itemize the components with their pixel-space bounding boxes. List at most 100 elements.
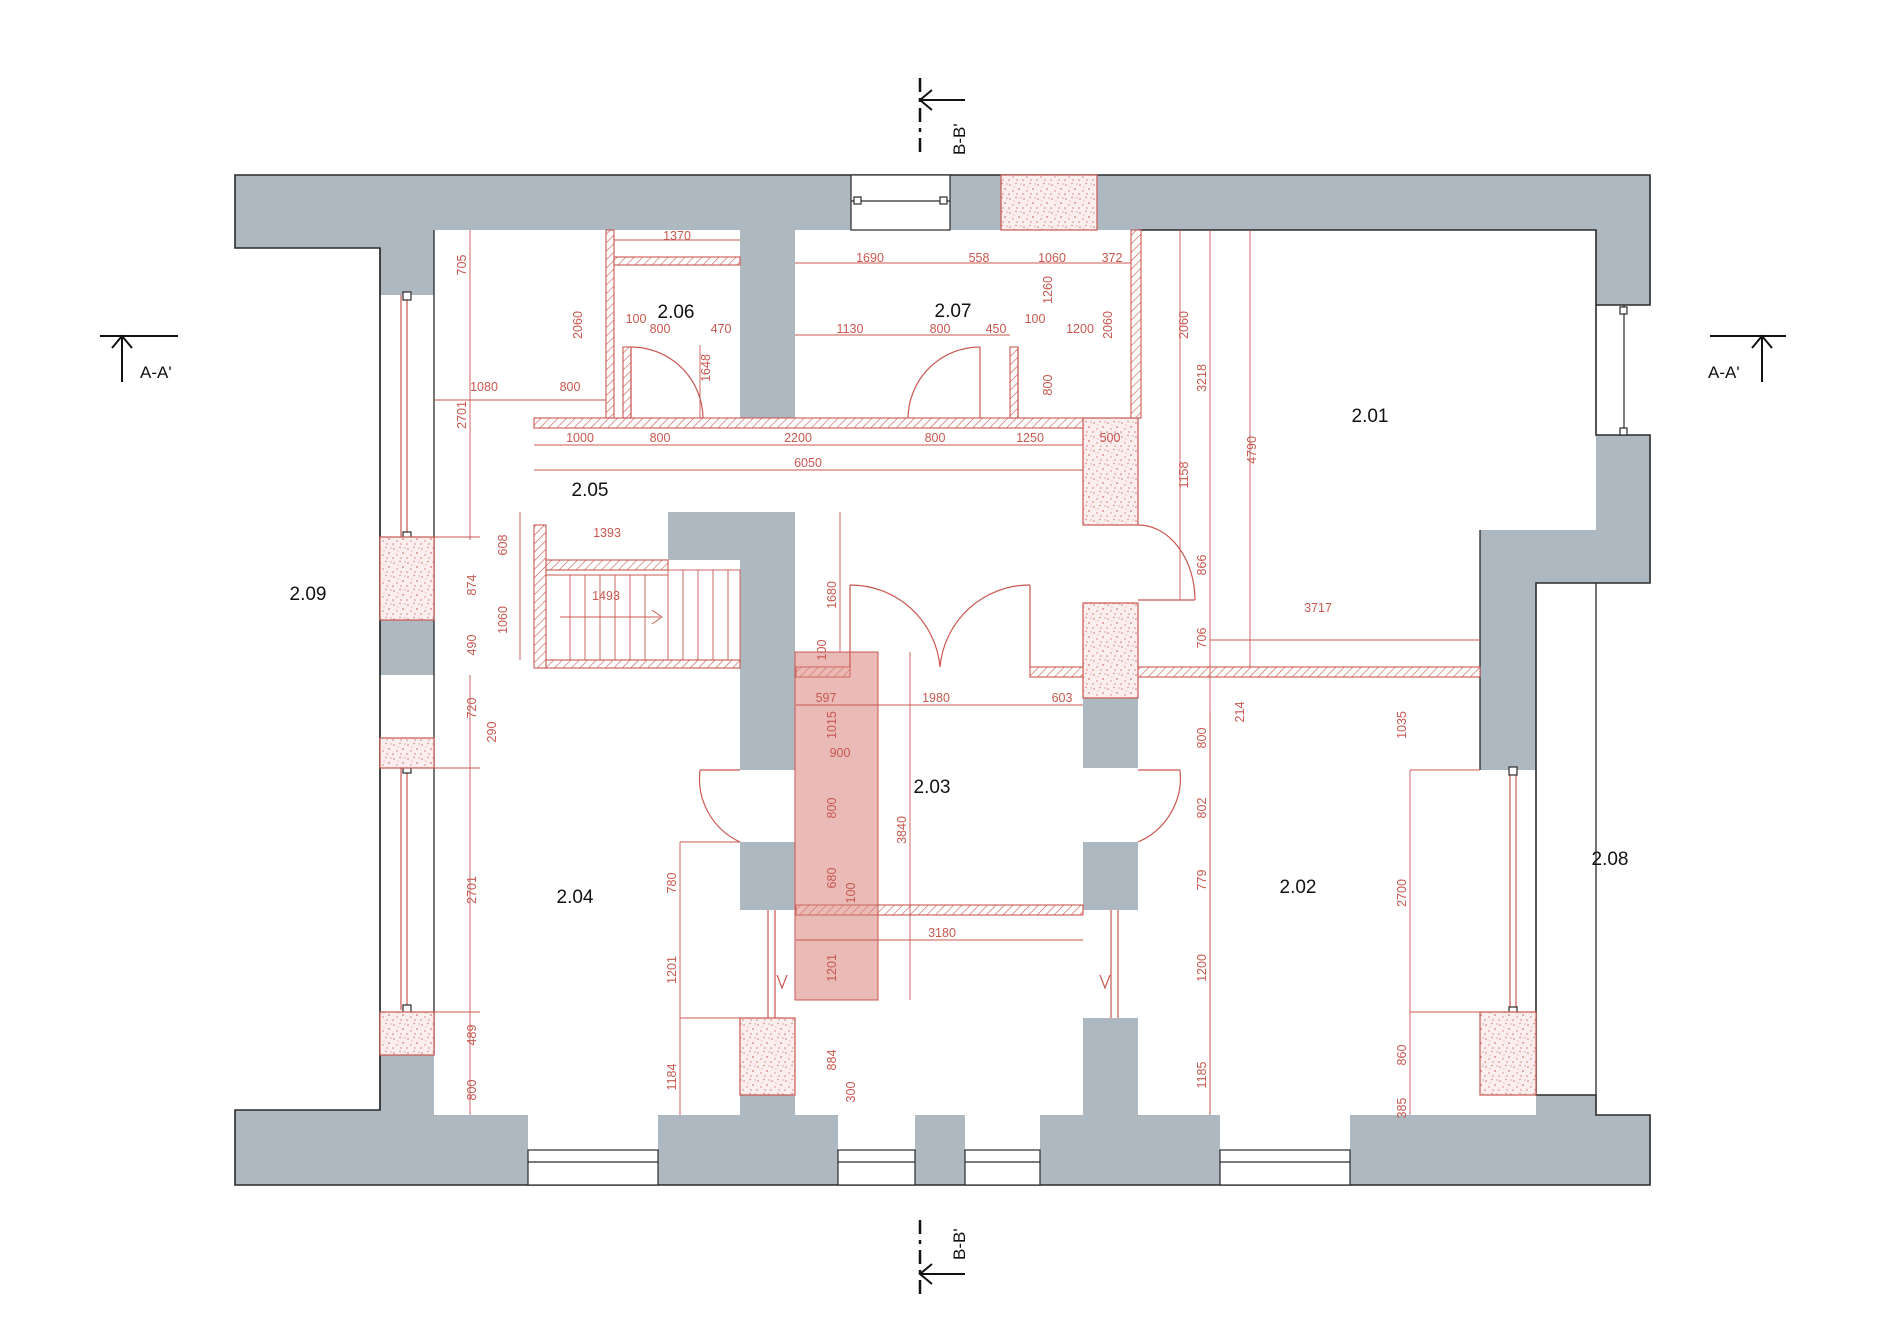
- section-marker-a-left: A-A': [100, 334, 178, 382]
- dim-label: 866: [1195, 555, 1209, 576]
- dim-label: 1250: [1016, 431, 1044, 445]
- dim-label: 874: [465, 575, 479, 596]
- staircase: [545, 569, 741, 661]
- dim-label: 2700: [1395, 879, 1409, 907]
- dim-label: 489: [465, 1025, 479, 1046]
- dim-label: 6050: [794, 456, 822, 470]
- dim-label: 3180: [928, 926, 956, 940]
- dim-label: 100: [815, 640, 829, 661]
- dim-label: 780: [665, 873, 679, 894]
- room-label-2-09: 2.09: [290, 584, 327, 605]
- room-label-2-08: 2.08: [1592, 849, 1629, 870]
- dim-label: 385: [1395, 1098, 1409, 1119]
- dim-label: 800: [560, 380, 581, 394]
- dim-label: 2701: [465, 876, 479, 904]
- dimension-lines: [434, 230, 1480, 1115]
- dim-label: 900: [830, 746, 851, 760]
- dim-label: 100: [1025, 312, 1046, 326]
- section-marker-b-bottom: B-B': [918, 1220, 969, 1297]
- dim-label: 4790: [1245, 436, 1259, 464]
- dim-label: 100: [626, 312, 647, 326]
- room-label-2-01: 2.01: [1352, 406, 1389, 427]
- dim-label: 558: [969, 251, 990, 265]
- dim-label: 884: [825, 1050, 839, 1071]
- dim-label: 1690: [856, 251, 884, 265]
- dim-label: 779: [1195, 870, 1209, 891]
- dim-label: 1200: [1195, 954, 1209, 982]
- dim-label: 608: [496, 535, 510, 556]
- dim-label: 1080: [470, 380, 498, 394]
- dim-label: 800: [825, 798, 839, 819]
- dim-label: 100: [844, 883, 858, 904]
- dim-label: 1060: [1038, 251, 1066, 265]
- dim-label: 1000: [566, 431, 594, 445]
- room-label-2-04: 2.04: [557, 887, 594, 908]
- dim-label: 1130: [837, 322, 864, 336]
- highlight-zone: [794, 651, 879, 1001]
- dim-label: 706: [1195, 628, 1209, 649]
- dimension-labels: 705 1370 2060 100 800 470 1648 1080 800 …: [455, 229, 1409, 1118]
- section-marker-a-right: A-A': [1708, 334, 1786, 382]
- section-label-b-top: B-B': [950, 123, 969, 155]
- dim-label: 860: [1395, 1045, 1409, 1066]
- windows: [400, 174, 1628, 1186]
- room-label-2-06: 2.06: [658, 302, 695, 323]
- dim-label: 1184: [665, 1064, 679, 1091]
- dim-label: 680: [825, 868, 839, 889]
- dim-label: 2060: [1101, 311, 1115, 339]
- dim-label: 2701: [455, 401, 469, 429]
- dim-label: 597: [816, 691, 837, 705]
- dim-label: 490: [465, 635, 479, 656]
- dim-label: 705: [455, 255, 469, 276]
- dim-label: 3840: [895, 816, 909, 844]
- dim-label: 1680: [825, 581, 839, 609]
- building-outline: [234, 174, 1651, 1186]
- dim-label: 1201: [825, 954, 839, 982]
- dim-label: 450: [986, 322, 1007, 336]
- dim-label: 800: [1195, 728, 1209, 749]
- room-label-2-07: 2.07: [935, 301, 972, 322]
- dim-label: 1260: [1041, 276, 1055, 304]
- dim-label: 214: [1233, 702, 1247, 723]
- existing-walls: [235, 175, 1650, 1185]
- dim-label: 372: [1102, 251, 1123, 265]
- doors: [630, 346, 1196, 1018]
- section-label-a-left: A-A': [140, 363, 172, 382]
- dim-label: 800: [1041, 375, 1055, 396]
- dim-label: 800: [650, 322, 671, 336]
- dim-label: 720: [465, 698, 479, 719]
- dim-label: 290: [485, 722, 499, 743]
- dim-label: 1201: [665, 956, 679, 984]
- dim-label: 800: [465, 1080, 479, 1101]
- dim-label: 1158: [1177, 462, 1191, 489]
- dim-label: 300: [844, 1082, 858, 1103]
- dim-label: 1185: [1195, 1062, 1209, 1089]
- room-labels: 2.01 2.02 2.03 2.04 2.05 2.06 2.07 2.08 …: [290, 301, 1629, 908]
- dim-label: 800: [930, 322, 951, 336]
- section-label-b-bottom: B-B': [950, 1228, 969, 1260]
- section-label-a-right: A-A': [1708, 363, 1740, 382]
- dim-label: 800: [925, 431, 946, 445]
- dim-label: 1060: [496, 606, 510, 634]
- room-label-2-03: 2.03: [914, 777, 951, 798]
- dim-label: 2200: [784, 431, 812, 445]
- dim-label: 1393: [593, 526, 621, 540]
- dim-label: 1648: [699, 354, 713, 382]
- dim-label: 3218: [1195, 364, 1209, 392]
- dim-label: 603: [1052, 691, 1073, 705]
- dim-label: 1200: [1066, 322, 1094, 336]
- dim-label: 1015: [825, 711, 839, 739]
- room-label-2-05: 2.05: [572, 480, 609, 501]
- section-marker-b-top: B-B': [918, 78, 969, 155]
- room-label-2-02: 2.02: [1280, 877, 1317, 898]
- new-partitions: [533, 229, 1481, 916]
- dim-label: 2060: [1177, 311, 1191, 339]
- dim-label: 800: [650, 431, 671, 445]
- dim-label: 3717: [1304, 601, 1332, 615]
- dim-label: 1493: [592, 589, 620, 603]
- dim-label: 2060: [571, 311, 585, 339]
- dim-label: 1035: [1395, 711, 1409, 739]
- dim-label: 470: [711, 322, 732, 336]
- dim-label: 1980: [922, 691, 950, 705]
